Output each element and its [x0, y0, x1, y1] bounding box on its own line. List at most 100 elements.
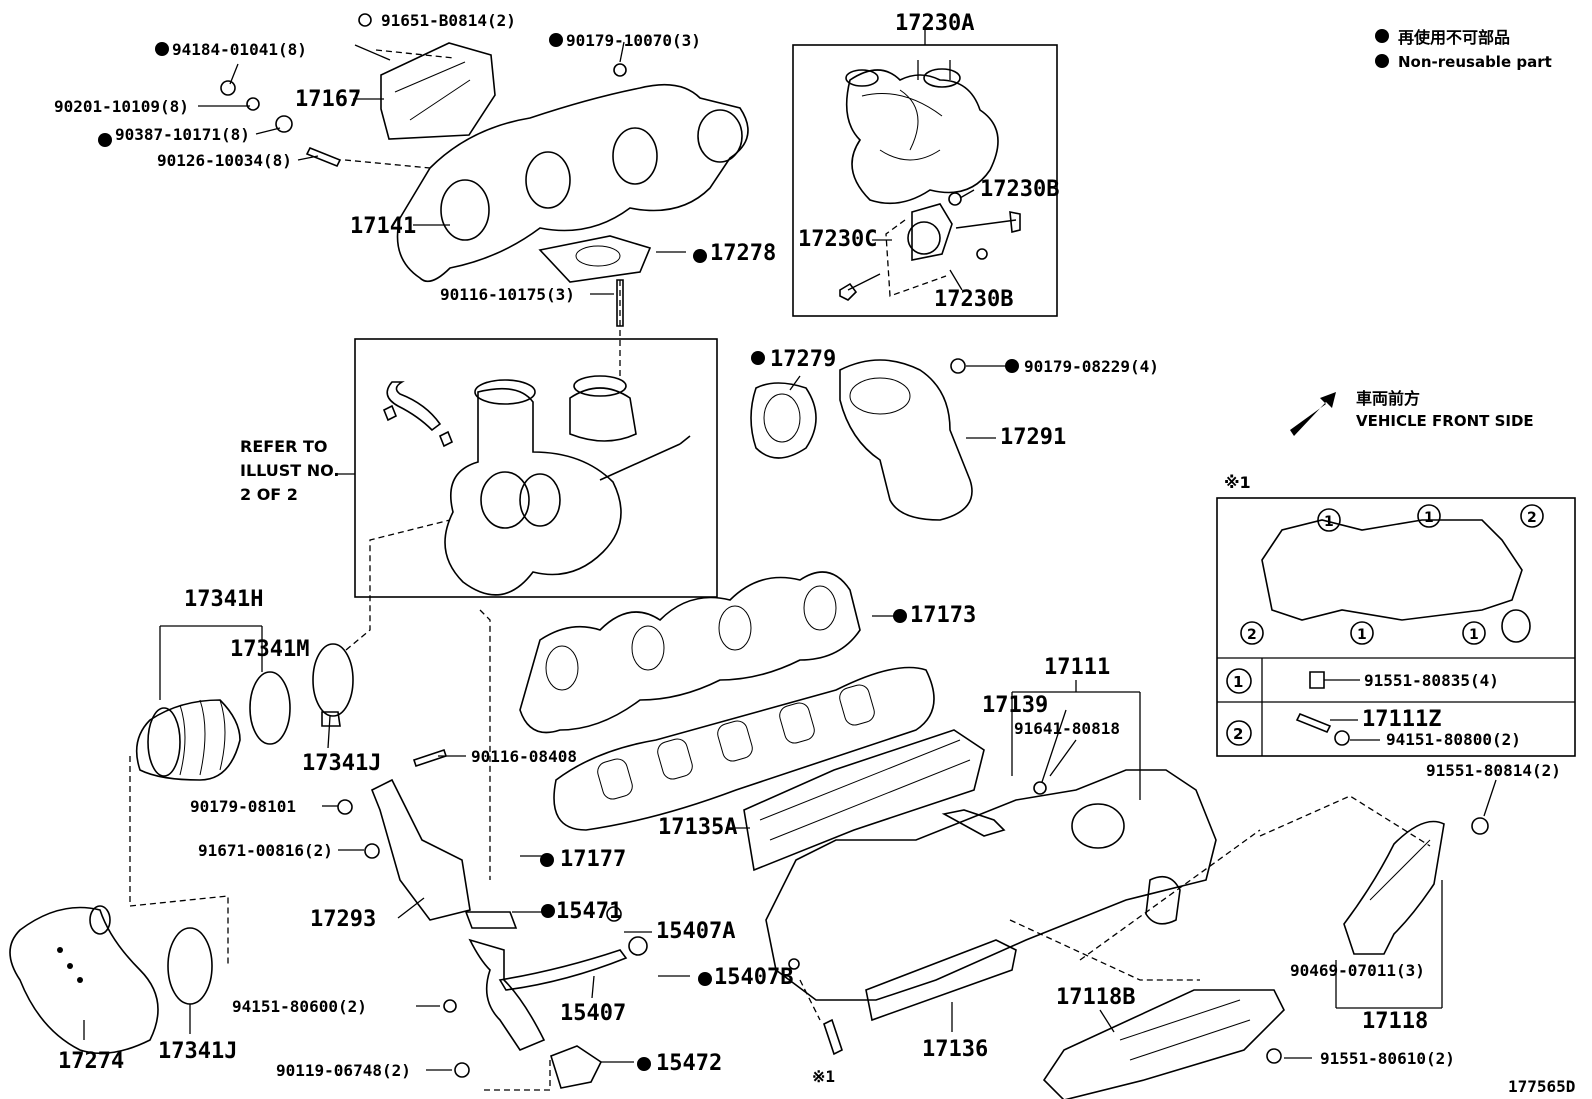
non-reusable-dot-icon [549, 33, 563, 47]
label-17173: 17173 [910, 603, 976, 628]
gasket-17173-shape [519, 571, 861, 734]
row-1-num: 1 [1233, 673, 1243, 691]
stay-17118-shape [1343, 820, 1445, 955]
inset-manifold-shape [1261, 519, 1523, 621]
non-reusable-dot-icon [693, 249, 707, 263]
non-reusable-dot-icon [98, 133, 112, 147]
cover-17118-group [1042, 795, 1489, 1099]
label-90116-10175: 90116-10175(3) [440, 285, 575, 304]
diagram-id: 177565D [1508, 1077, 1575, 1096]
bracket-egr-group [337, 609, 648, 1091]
gasket-17279-shape [750, 382, 817, 459]
gasket-15472-shape [550, 1045, 603, 1089]
gasket-15471-shape [464, 911, 518, 929]
manifold-gaskets [519, 571, 935, 831]
intake-manifold-group [743, 729, 1261, 1056]
legend-en: Non-reusable part [1398, 53, 1552, 71]
cover-17118B-shape [1042, 989, 1285, 1099]
turbocharger-group: REFER TO ILLUST NO. 2 OF 2 [240, 338, 718, 598]
label-17111: 17111 [1044, 655, 1110, 680]
label-17230B-1: 17230B [980, 177, 1059, 202]
non-reusable-markers [98, 33, 1019, 1071]
hose-17341H-shape [135, 699, 241, 781]
exhaust-manifold-group [354, 42, 749, 380]
vehicle-front-jp: 車両前方 [1356, 389, 1420, 408]
gasket-17278-shape [538, 235, 652, 283]
label-91651: 91651-B0814(2) [381, 11, 516, 30]
sensor-17139-shape [941, 809, 1006, 837]
label-90126: 90126-10034(8) [157, 151, 292, 170]
label-94151-80600: 94151-80600(2) [232, 997, 367, 1016]
label-15407: 15407 [560, 1001, 626, 1026]
inset-star-mark: ※1 [1224, 473, 1251, 492]
vehicle-front-en: VEHICLE FRONT SIDE [1356, 412, 1534, 430]
turbo-housing-group [792, 30, 1058, 317]
label-17230C: 17230C [798, 227, 877, 252]
label-17230B-2: 17230B [934, 287, 1013, 312]
ring-17341M-shape [249, 671, 291, 745]
bracket-17293-shape [370, 778, 471, 921]
cover-17136-shape [865, 939, 1017, 1022]
label-90179-08229: 90179-08229(4) [1024, 357, 1159, 376]
intake-manifold-17111-shape [765, 769, 1217, 1001]
exhaust-manifold-shape [396, 83, 749, 283]
non-reusable-dot-icon [893, 609, 907, 623]
label-17341H: 17341H [184, 587, 263, 612]
row-1-marker [1226, 668, 1252, 694]
inset-callouts: 1 1 2 2 1 1 [1240, 504, 1544, 645]
egr-pipe-15407-shape [468, 938, 546, 1051]
label-15471: 15471 [556, 899, 622, 924]
label-17279: 17279 [770, 347, 836, 372]
non-reusable-dot-icon [1005, 359, 1019, 373]
label-90116-08408: 90116-08408 [471, 747, 577, 766]
inset-detail: ※1 1 1 2 2 1 1 1 91551-80835(4) 2 17111Z… [1216, 473, 1576, 757]
label-star-bottom: ※1 [812, 1067, 835, 1086]
label-17230A: 17230A [895, 11, 974, 36]
clamp-17341J-shape [312, 643, 354, 717]
row-2-part-a: 17111Z [1362, 707, 1441, 732]
label-17118B: 17118B [1056, 985, 1135, 1010]
air-hose-group [9, 519, 451, 1055]
non-reusable-dot-icon [540, 853, 554, 867]
non-reusable-dot-icon [1375, 29, 1389, 43]
vehicle-front-indicator: 車両前方 VEHICLE FRONT SIDE [1290, 389, 1534, 436]
front-pipe-group [750, 358, 973, 521]
label-15407B: 15407B [714, 965, 793, 990]
label-17167: 17167 [295, 87, 361, 112]
refer-note-line2: ILLUST NO. [240, 461, 340, 480]
legend-jp: 再使用不可部品 [1398, 28, 1510, 47]
heat-insulator-shape [380, 42, 496, 140]
label-15472: 15472 [656, 1051, 722, 1076]
inset-box [1216, 497, 1576, 757]
label-17341J-2: 17341J [158, 1039, 237, 1064]
refer-note-line1: REFER TO [240, 437, 328, 456]
label-17136: 17136 [922, 1037, 988, 1062]
label-17278: 17278 [710, 241, 776, 266]
part-labels: 94184-01041(8) 91651-B0814(2) 90179-1007… [54, 11, 1575, 1096]
label-90469: 90469-07011(3) [1290, 961, 1425, 980]
label-90179-08101: 90179-08101 [190, 797, 296, 816]
label-90387: 90387-10171(8) [115, 125, 250, 144]
legend: 再使用不可部品 Non-reusable part [1375, 28, 1552, 71]
label-17135A: 17135A [658, 815, 737, 840]
svg-text:1: 1 [1324, 514, 1334, 530]
non-reusable-dot-icon [698, 972, 712, 986]
label-17291: 17291 [1000, 425, 1066, 450]
label-17118: 17118 [1362, 1009, 1428, 1034]
row-2-num: 2 [1233, 725, 1243, 743]
air-tube-17274-shape [9, 906, 159, 1055]
pipe-17291-shape [839, 359, 973, 521]
label-15407A: 15407A [656, 919, 735, 944]
svg-text:2: 2 [1527, 510, 1537, 526]
label-17293: 17293 [310, 907, 376, 932]
non-reusable-dot-icon [155, 42, 169, 56]
clamp-17341J-2-shape [167, 927, 213, 1005]
label-94184: 94184-01041(8) [172, 40, 307, 59]
top-left-fasteners [220, 13, 627, 169]
front-arrow-icon [1290, 392, 1336, 436]
svg-text:2: 2 [1247, 627, 1257, 643]
label-90179-10070: 90179-10070(3) [566, 31, 701, 50]
turbocharger-body-shape [444, 387, 622, 596]
row-1-part: 91551-80835(4) [1364, 671, 1499, 690]
